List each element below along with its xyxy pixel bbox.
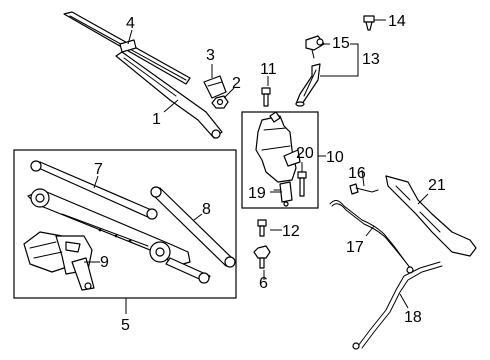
- callout-13: 13: [362, 51, 380, 68]
- wiper-motor[interactable]: [23, 231, 95, 291]
- callout-10: 10: [326, 149, 344, 166]
- callout-8: 8: [202, 201, 211, 218]
- callout-4: 4: [126, 15, 135, 32]
- callout-1: 1: [152, 111, 161, 128]
- callout-6: 6: [259, 275, 268, 292]
- linkage-group-frame: [13, 149, 237, 299]
- arm-nut[interactable]: [211, 95, 229, 109]
- callout-9: 9: [100, 254, 109, 271]
- washer-nozzle[interactable]: [305, 35, 325, 59]
- callout-20: 20: [296, 145, 314, 162]
- callout-14: 14: [388, 13, 406, 30]
- washer-tube-17[interactable]: [329, 200, 414, 274]
- pivot-crank[interactable]: [165, 257, 211, 284]
- callout-5: 5: [121, 317, 130, 334]
- callout-3: 3: [206, 47, 215, 64]
- callout-21: 21: [428, 177, 446, 194]
- linkage-main-bar[interactable]: [27, 188, 191, 267]
- callout-17: 17: [346, 239, 364, 256]
- callout-11: 11: [260, 61, 277, 78]
- reservoir-bolt[interactable]: [297, 171, 307, 197]
- washer-group-frame: [241, 111, 319, 209]
- callout-2: 2: [232, 75, 241, 92]
- callout-numbers: 4 1 3 2 5 6 7 8 9 10 11 12 13 14 15 16 1…: [94, 13, 446, 334]
- arm-cap[interactable]: [203, 75, 227, 99]
- callout-18: 18: [404, 309, 422, 326]
- linkage-rod-right[interactable]: [150, 186, 236, 268]
- hose-connector[interactable]: [349, 183, 379, 195]
- bolt-11[interactable]: [261, 87, 271, 107]
- callout-7: 7: [94, 161, 103, 178]
- linkage-rod-upper[interactable]: [30, 160, 158, 220]
- callout-15: 15: [332, 35, 350, 52]
- callout-16: 16: [348, 165, 366, 182]
- washer-hose-upper[interactable]: [295, 63, 321, 107]
- wiper-arm[interactable]: [115, 51, 223, 139]
- washer-tube-18[interactable]: [352, 261, 443, 350]
- callout-12: 12: [282, 223, 300, 240]
- washer-pump[interactable]: [273, 181, 293, 207]
- hose-clip[interactable]: [363, 15, 375, 31]
- bolt-6[interactable]: [253, 245, 271, 269]
- bolt-12[interactable]: [257, 219, 267, 237]
- callout-19: 19: [248, 185, 266, 202]
- leader-lines: [84, 19, 429, 314]
- washer-reservoir[interactable]: [255, 111, 301, 183]
- wiper-blade[interactable]: [63, 11, 191, 85]
